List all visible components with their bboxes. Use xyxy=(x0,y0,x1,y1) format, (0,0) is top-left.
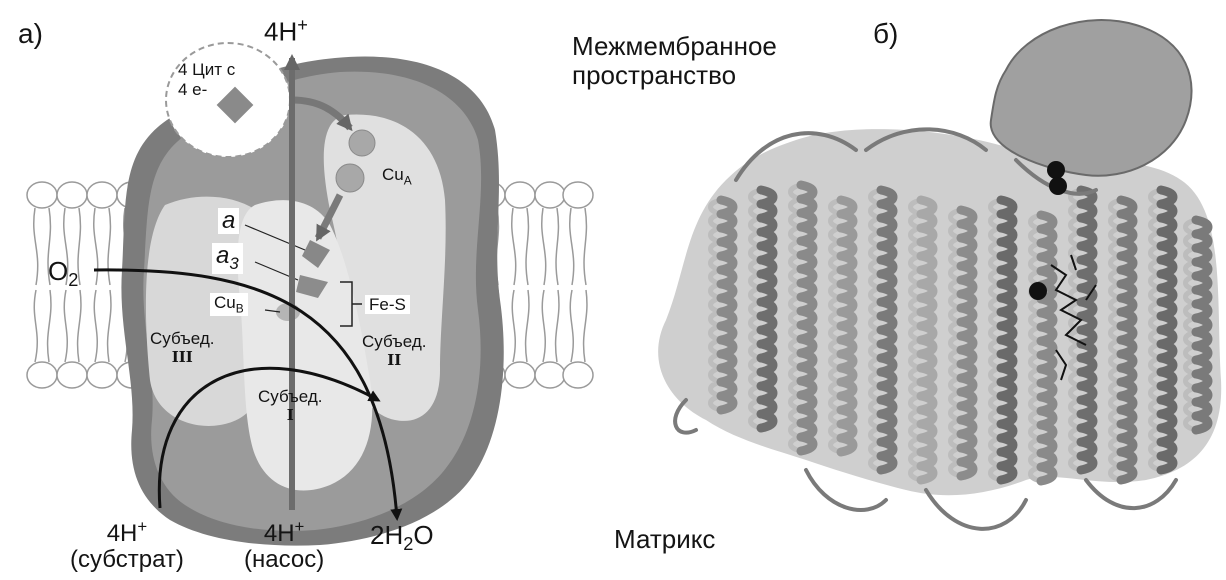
cu-a-sphere-2 xyxy=(336,164,364,192)
substrate-proton-label: 4H+ (субстрат) xyxy=(70,518,184,574)
helix-10 xyxy=(1081,190,1093,470)
copper-dot-1 xyxy=(1047,161,1065,179)
water-label: 2H2O xyxy=(370,522,434,553)
cu-a-sphere-1 xyxy=(349,130,375,156)
panel-a-label: а) xyxy=(18,20,43,48)
copper-dot-3 xyxy=(1029,282,1047,300)
heme-a3-label: a3 xyxy=(212,243,243,274)
helix-11 xyxy=(1121,200,1133,480)
helix-12 xyxy=(1161,190,1173,470)
panel-b-label: б) xyxy=(873,20,898,48)
fe-s-label: Fe-S xyxy=(365,295,410,314)
helix-8 xyxy=(1001,200,1013,480)
subunit-iii-label: Субъед. III xyxy=(150,330,215,365)
cyt-c-label: 4 Цит с 4 е- xyxy=(178,60,235,101)
helix-5 xyxy=(881,190,893,470)
cu-a-label: CuA xyxy=(382,166,412,187)
pump-proton-label: 4H+ (насос) xyxy=(244,518,324,574)
heme-a-label: a xyxy=(218,208,239,234)
panel-a-diagram xyxy=(0,0,600,580)
intermembrane-space-label: Межмембранное пространство xyxy=(572,32,777,89)
top-proton-label: 4H+ xyxy=(264,16,308,45)
oxygen-label: O2 xyxy=(48,258,78,289)
helix-6 xyxy=(921,200,933,480)
protein-silhouette xyxy=(658,129,1221,495)
cu-b-label: CuB xyxy=(210,293,248,316)
subunit-ii-label: Субъед. II xyxy=(362,333,427,368)
matrix-label: Матрикс xyxy=(614,526,715,552)
copper-dot-2 xyxy=(1049,177,1067,195)
helix-4 xyxy=(841,200,853,452)
subunit-i-label: Субъед. I xyxy=(258,388,323,423)
top-domain xyxy=(991,20,1192,176)
